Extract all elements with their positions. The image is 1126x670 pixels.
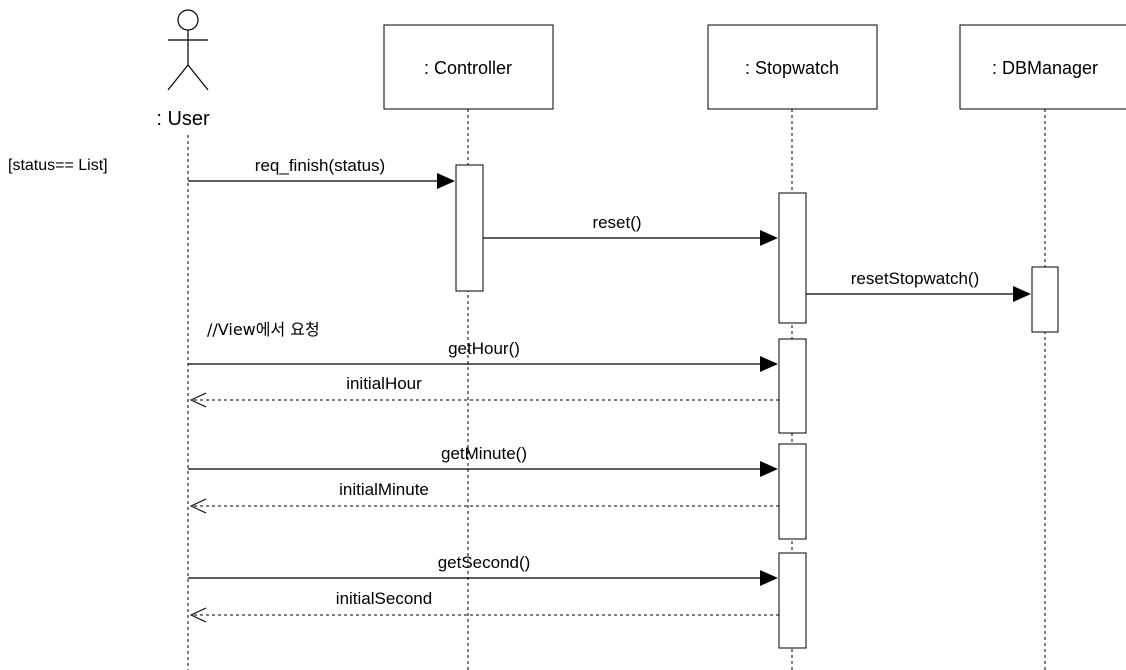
open-arrowhead-icon <box>189 607 207 623</box>
req-finish-label: req_finish(status) <box>255 156 385 175</box>
message-req-finish: req_finish(status) <box>188 156 455 189</box>
filled-arrowhead-icon <box>437 173 455 189</box>
return-initial-second: initialSecond <box>189 589 779 623</box>
message-reset: reset() <box>483 213 778 246</box>
message-reset-stopwatch: resetStopwatch() <box>806 269 1031 302</box>
participant-controller: : Controller <box>383 24 554 110</box>
filled-arrowhead-icon <box>760 570 778 586</box>
filled-arrowhead-icon <box>760 230 778 246</box>
initial-hour-label: initialHour <box>346 374 422 393</box>
view-request-note: //View에서 요청 <box>207 320 320 339</box>
dbmanager-label: : DBManager <box>992 58 1098 78</box>
get-minute-label: getMinute() <box>441 444 527 463</box>
user-actor: : User <box>156 9 210 130</box>
reset-label: reset() <box>592 213 641 232</box>
stopwatch-box <box>707 24 878 110</box>
get-hour-label: getHour() <box>448 339 520 358</box>
get-second-label: getSecond() <box>438 553 531 572</box>
stopwatch-label: : Stopwatch <box>745 58 839 78</box>
open-arrowhead-icon <box>189 498 207 514</box>
controller-activation <box>455 164 484 292</box>
controller-label: : Controller <box>424 58 512 78</box>
message-get-hour: getHour() <box>188 339 778 372</box>
participant-dbmanager: : DBManager <box>959 24 1126 110</box>
dbmanager-activation <box>1031 266 1059 333</box>
controller-box <box>383 24 554 110</box>
message-get-second: getSecond() <box>188 553 778 586</box>
return-initial-minute: initialMinute <box>189 480 779 514</box>
initial-second-label: initialSecond <box>336 589 432 608</box>
message-get-minute: getMinute() <box>188 444 778 477</box>
user-actor-label: : User <box>156 108 210 130</box>
stopwatch-activation-reset <box>778 192 807 324</box>
initial-minute-label: initialMinute <box>339 480 429 499</box>
return-initial-hour: initialHour <box>189 374 779 408</box>
guard-condition: [status== List] <box>8 157 108 174</box>
participant-stopwatch: : Stopwatch <box>707 24 878 110</box>
filled-arrowhead-icon <box>1013 286 1031 302</box>
stopwatch-activation-second <box>778 552 807 649</box>
dbmanager-box <box>959 24 1126 110</box>
stopwatch-activation-minute <box>778 443 807 540</box>
stick-figure-icon <box>167 9 209 91</box>
reset-stopwatch-label: resetStopwatch() <box>851 269 980 288</box>
open-arrowhead-icon <box>189 392 207 408</box>
stopwatch-activation-hour <box>778 338 807 434</box>
filled-arrowhead-icon <box>760 356 778 372</box>
filled-arrowhead-icon <box>760 461 778 477</box>
